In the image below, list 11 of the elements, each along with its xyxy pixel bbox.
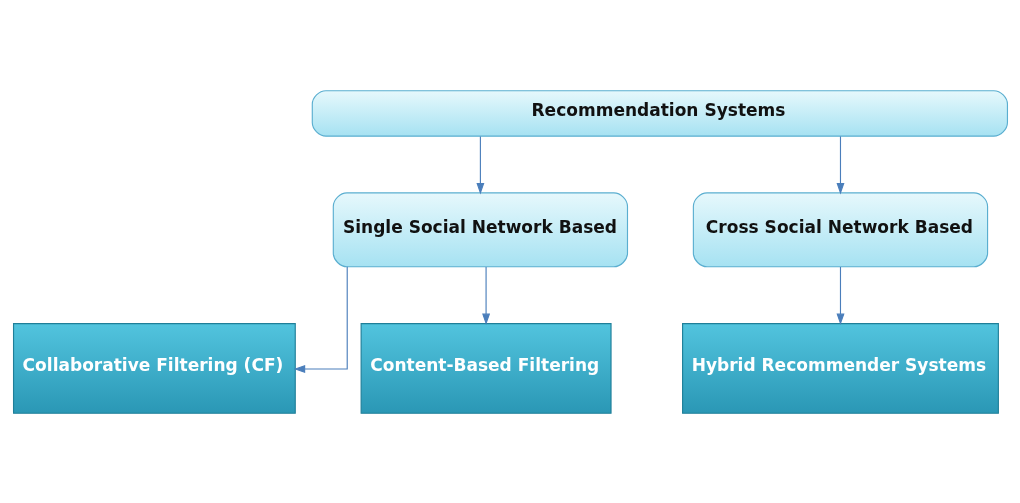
node-box: Recommendation Systems xyxy=(311,89,1008,137)
arrow xyxy=(836,265,844,325)
node-box: Collaborative Filtering (CF) xyxy=(12,322,296,414)
node-box: Content-Based Filtering xyxy=(360,322,612,414)
arrow xyxy=(475,135,484,194)
arrow xyxy=(293,265,348,373)
node-box: Hybrid Recommender Systems xyxy=(681,322,999,414)
arrow xyxy=(836,135,844,194)
node-box: Single Social Network Based xyxy=(332,191,628,267)
node-box: Cross Social Network Based xyxy=(692,191,988,267)
arrow xyxy=(481,265,490,325)
